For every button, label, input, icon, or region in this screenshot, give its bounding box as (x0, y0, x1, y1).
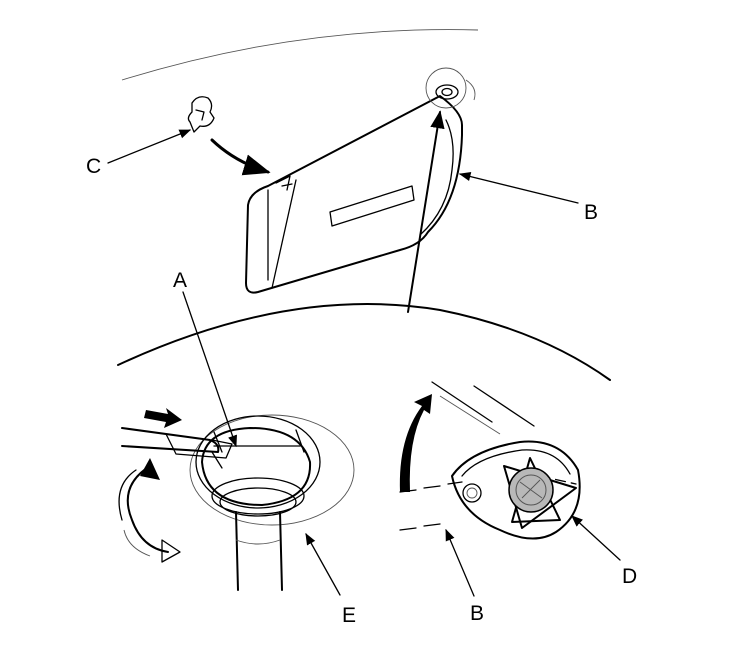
flat-screwdriver (121, 427, 233, 469)
detail-separator-arc (117, 303, 611, 381)
detail-left-screwdriver (118, 291, 355, 596)
callout-label-e: E (342, 604, 356, 627)
visor-pivot-mount (425, 67, 476, 109)
callout-label-b-lower: B (470, 602, 484, 625)
install-direction-arrow (210, 138, 271, 176)
locating-hole (462, 483, 482, 503)
detail-right-screw (399, 381, 621, 597)
visor-rod (235, 511, 283, 591)
detail-reference-line (407, 110, 445, 313)
leader-e (305, 532, 341, 596)
leader-a (182, 291, 237, 448)
callout-label-a: A (173, 269, 187, 292)
overview-view (107, 29, 611, 381)
leader-d (571, 515, 621, 561)
roof-edge-line (121, 29, 479, 81)
leader-b-lower (445, 528, 475, 597)
callout-label-b-upper: B (584, 201, 598, 224)
vanity-mirror-cover (329, 185, 415, 227)
callout-label-c: C (86, 155, 101, 178)
loosen-arrow (399, 394, 432, 492)
sun-visor (245, 95, 463, 294)
leader-c (107, 129, 192, 164)
callout-label-d: D (622, 565, 637, 588)
leader-b-upper (458, 171, 579, 204)
mounting-screw-d (503, 457, 577, 529)
mounting-bracket (451, 440, 581, 540)
push-arrow (144, 408, 182, 428)
rotate-arrow (118, 458, 181, 563)
retainer-clip-c (187, 96, 215, 133)
